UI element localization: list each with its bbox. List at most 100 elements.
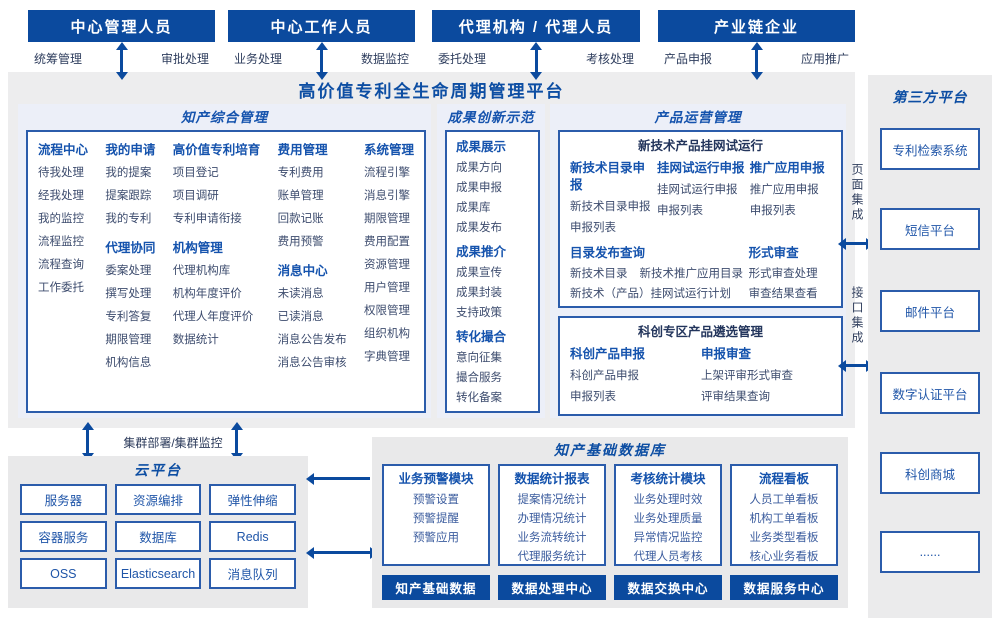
menu-item: 回款记账 bbox=[277, 213, 324, 225]
menu-item: 工作委托 bbox=[38, 282, 84, 294]
menu-item: 科创产品申报 bbox=[570, 370, 639, 382]
group-heading: 业务预警模块 bbox=[398, 472, 474, 486]
menu-group: 成果展示 成果方向成果申报成果库成果发布 bbox=[456, 136, 529, 238]
group-heading: 形式审查 bbox=[748, 246, 799, 260]
data-center-bar: 知产基础数据 bbox=[382, 575, 490, 600]
menu-item: 代理服务统计 bbox=[517, 551, 587, 563]
menu-item: 成果宣传 bbox=[456, 267, 502, 279]
menu-group: 费用管理 专利费用账单管理回款记账费用预警 bbox=[278, 138, 347, 254]
data-center-bar: 数据交换中心 bbox=[614, 575, 722, 600]
group-heading: 我的申请 bbox=[105, 143, 156, 157]
updown-arrow-icon bbox=[230, 422, 243, 461]
menu-item: 费用配置 bbox=[363, 236, 410, 248]
menu-item: 意向征集 bbox=[456, 352, 502, 364]
menu-item: 期限管理 bbox=[105, 334, 152, 346]
updown-arrow-icon bbox=[81, 422, 94, 461]
menu-group: 系统管理 流程引擎消息引擎期限管理费用配置资源管理用户管理权限管理组织机构字典管… bbox=[364, 138, 414, 369]
menu-column: 流程中心 待我处理经我处理我的监控流程监控流程查询工作委托 bbox=[38, 138, 88, 405]
cluster-label: 集群部署/集群监控 bbox=[123, 436, 223, 450]
group-heading: 机构管理 bbox=[172, 241, 223, 255]
group-heading: 流程中心 bbox=[38, 143, 89, 157]
third-party-system: ...... bbox=[880, 531, 980, 573]
panel-body: 流程中心 待我处理经我处理我的监控流程监控流程查询工作委托 我的申请 我的提案提… bbox=[26, 130, 426, 413]
menu-item: 成果发布 bbox=[456, 222, 502, 234]
actor-roles: 统筹管理 审批处理 bbox=[28, 50, 215, 67]
actor-role: 业务处理 bbox=[234, 52, 283, 66]
menu-item: 业务类型看板 bbox=[749, 532, 819, 544]
menu-item: 已读消息 bbox=[277, 311, 324, 323]
group-heading: 新技术目录申报 bbox=[570, 161, 646, 192]
panel-title: 知产基础数据库 bbox=[554, 442, 666, 458]
actor-industry-chain: 产业链企业 产品申报 应用推广 bbox=[658, 10, 855, 80]
actor-center-managers: 中心管理人员 统筹管理 审批处理 bbox=[28, 10, 215, 80]
updown-arrow-icon bbox=[750, 42, 763, 80]
menu-column: 系统管理 流程引擎消息引擎期限管理费用配置资源管理用户管理权限管理组织机构字典管… bbox=[364, 138, 414, 405]
panel-title: 成果创新示范 bbox=[447, 110, 535, 125]
menu-item: 申报列表 bbox=[749, 205, 796, 217]
selection-box: 科创专区产品遴选管理 科创产品申报 科创产品申报申报列表 申报审查 上架评审形式… bbox=[558, 316, 843, 416]
menu-item: 组织机构 bbox=[363, 328, 410, 340]
menu-item: 账单管理 bbox=[277, 190, 324, 202]
actor-role: 应用推广 bbox=[800, 52, 849, 66]
menu-item: 提案情况统计 bbox=[517, 494, 587, 506]
menu-item: 权限管理 bbox=[363, 305, 410, 317]
group-heading: 推广应用申报 bbox=[749, 161, 825, 175]
menu-item: 推广应用申报 bbox=[749, 184, 819, 196]
data-center-bar: 数据服务中心 bbox=[730, 575, 838, 600]
menu-item: 消息引擎 bbox=[363, 190, 410, 202]
leftright-arrow-icon bbox=[306, 546, 378, 559]
api-integration-label: 接口集成 bbox=[850, 286, 864, 346]
page-integration-label: 页面集成 bbox=[850, 163, 864, 223]
trial-run-box: 新技术产品挂网试运行 新技术目录申报 新技术目录申报申报列表 挂网试运行申报 挂… bbox=[558, 130, 843, 308]
group-heading: 成果展示 bbox=[456, 140, 507, 154]
cloud-service-cell: 消息队列 bbox=[209, 558, 296, 589]
menu-item: 办理情况统计 bbox=[517, 513, 587, 525]
menu-item: 撮合服务 bbox=[456, 372, 502, 384]
actor-role: 数据监控 bbox=[360, 52, 409, 66]
menu-item: 代理人年度评价 bbox=[172, 311, 254, 323]
menu-group: 科创产品申报 科创产品申报申报列表 bbox=[570, 343, 692, 408]
menu-item: 代理机构库 bbox=[172, 265, 231, 277]
menu-group: 挂网试运行申报 挂网试运行申报申报列表 bbox=[657, 157, 750, 239]
actor-title: 中心管理人员 bbox=[28, 10, 215, 42]
menu-item: 专利费用 bbox=[277, 167, 324, 179]
cloud-service-cell: 服务器 bbox=[20, 484, 107, 515]
box-columns: 目录发布查询 新技术目录新技术推广应用目录新技术（产品）挂网试运行计划 形式审查… bbox=[560, 242, 841, 304]
menu-group: 消息中心 未读消息已读消息消息公告发布消息公告审核 bbox=[278, 259, 347, 375]
actor-roles: 产品申报 应用推广 bbox=[658, 50, 855, 67]
box-title: 科创专区产品遴选管理 bbox=[637, 325, 763, 339]
platform-container: 高价值专利全生命周期管理平台 知产综合管理 流程中心 待我处理经我处理我的监控流… bbox=[8, 72, 855, 428]
actor-title: 代理机构 / 代理人员 bbox=[432, 10, 640, 42]
menu-item: 待我处理 bbox=[38, 167, 84, 179]
leftright-arrow-icon bbox=[838, 359, 874, 372]
left-arrow-icon bbox=[306, 472, 370, 485]
menu-item: 字典管理 bbox=[363, 351, 410, 363]
menu-item: 我的专利 bbox=[105, 213, 152, 225]
third-party-system: 专利检索系统 bbox=[880, 128, 980, 170]
menu-item: 项目登记 bbox=[172, 167, 219, 179]
menu-item: 异常情况监控 bbox=[633, 532, 703, 544]
menu-item: 流程引擎 bbox=[363, 167, 410, 179]
actor-agencies: 代理机构 / 代理人员 委托处理 考核处理 bbox=[432, 10, 640, 80]
box-columns: 新技术目录申报 新技术目录申报申报列表 挂网试运行申报 挂网试运行申报申报列表 … bbox=[560, 157, 841, 239]
cloud-service-cell: 数据库 bbox=[114, 521, 202, 552]
cloud-service-cell: 资源编排 bbox=[114, 484, 202, 515]
actor-role: 考核处理 bbox=[585, 52, 634, 66]
menu-item: 上架评审形式审查 bbox=[701, 370, 793, 382]
menu-item: 专利申请衔接 bbox=[172, 213, 242, 225]
group-heading: 费用管理 bbox=[277, 143, 328, 157]
panel-title: 产品运营管理 bbox=[654, 110, 742, 125]
menu-item: 费用预警 bbox=[277, 236, 324, 248]
group-heading: 系统管理 bbox=[363, 143, 414, 157]
menu-item: 委案处理 bbox=[105, 265, 152, 277]
panel-title: 第三方平台 bbox=[892, 89, 968, 105]
actor-role: 委托处理 bbox=[438, 52, 487, 66]
menu-column: 高价值专利培育 项目登记项目调研专利申请衔接 机构管理 代理机构库机构年度评价代… bbox=[173, 138, 261, 405]
menu-group: 目录发布查询 新技术目录新技术推广应用目录新技术（产品）挂网试运行计划 bbox=[570, 242, 749, 304]
menu-item: 核心业务看板 bbox=[749, 551, 819, 563]
menu-item: 项目调研 bbox=[172, 190, 219, 202]
panel-product-ops: 产品运营管理 新技术产品挂网试运行 新技术目录申报 新技术目录申报申报列表 挂网… bbox=[550, 104, 846, 418]
menu-item: 消息公告审核 bbox=[277, 357, 347, 369]
menu-item: 用户管理 bbox=[363, 282, 410, 294]
box-columns: 科创产品申报 科创产品申报申报列表 申报审查 上架评审形式审查评审结果查询 bbox=[560, 343, 841, 408]
